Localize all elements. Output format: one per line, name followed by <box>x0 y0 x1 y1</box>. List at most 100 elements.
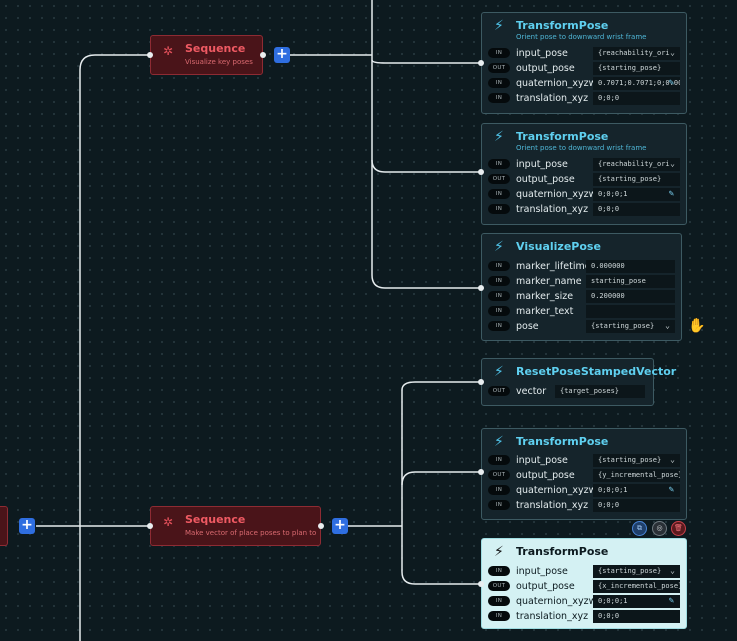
port-name: pose <box>516 321 539 332</box>
delete-icon[interactable]: 🗑 <box>671 521 686 536</box>
edit-icon[interactable]: ✎ <box>668 596 674 606</box>
partial-sequence-node[interactable] <box>0 506 8 546</box>
port-row: IN input_pose {starting_pose}⌄ <box>488 565 680 578</box>
port-value: 0;0;0;1 <box>598 486 628 494</box>
port-row: IN quaternion_xyzw 0;0;0;1✎ <box>488 595 680 608</box>
sequence-title: Sequence <box>185 513 246 526</box>
visualize-pose-node[interactable]: ⚡ VisualizePose IN marker_lifetime 0.000… <box>481 233 682 341</box>
input-port[interactable] <box>478 469 484 475</box>
port-name: output_pose <box>516 63 575 74</box>
port-name: vector <box>516 386 547 397</box>
port-value-field[interactable]: 0;0;0;1✎ <box>593 188 680 201</box>
port-value: {reachability_ori <box>598 49 670 57</box>
port-value-select[interactable]: {starting_pose}⌄ <box>593 454 680 467</box>
port-direction-badge: IN <box>488 596 510 606</box>
input-port[interactable] <box>478 581 484 587</box>
edit-icon[interactable]: ✎ <box>668 189 674 199</box>
input-port[interactable] <box>147 523 153 529</box>
duplicate-icon[interactable]: ⧉ <box>632 521 647 536</box>
port-value-field[interactable]: {x_incremental_pose} <box>593 580 680 593</box>
edit-icon[interactable]: ✎ <box>668 485 674 495</box>
add-child-button[interactable]: + <box>332 518 348 534</box>
port-value-select[interactable]: {reachability_ori⌄ <box>593 47 680 60</box>
port-value-field[interactable]: 0.7071;0.7071;0;0.000✎ <box>593 77 680 90</box>
transform-pose-node[interactable]: ⚡ TransformPose Orient pose to downward … <box>481 123 687 225</box>
port-value-field[interactable]: {starting_pose} <box>593 173 680 186</box>
port-value: 0;0;0;1 <box>598 597 628 605</box>
port-value-field[interactable]: 0;0;0 <box>593 499 680 512</box>
lightning-icon: ⚡ <box>494 434 504 450</box>
port-direction-badge: IN <box>488 159 510 169</box>
port-value-select[interactable]: {starting_pose}⌄ <box>593 565 680 578</box>
transform-pose-node[interactable]: ⚡ TransformPose Orient pose to downward … <box>481 12 687 114</box>
sequence-title: Sequence <box>185 42 246 55</box>
port-direction-badge: IN <box>488 321 510 331</box>
sequence-node-place-poses[interactable]: ✲ Sequence Make vector of place poses to… <box>150 506 321 546</box>
port-direction-badge: OUT <box>488 174 510 184</box>
input-port[interactable] <box>478 169 484 175</box>
hand-cursor-icon: ✋ <box>688 318 706 334</box>
add-child-button[interactable]: + <box>274 47 290 63</box>
reset-pose-stamped-vector-node[interactable]: ⚡ ResetPoseStampedVector OUT vector {tar… <box>481 358 676 406</box>
port-value-select[interactable]: {reachability_ori⌄ <box>593 158 680 171</box>
port-value-field[interactable]: {target_poses} <box>555 385 645 398</box>
port-direction-badge: OUT <box>488 470 510 480</box>
port-value-field[interactable]: {starting_pose} <box>593 62 680 75</box>
port-row: IN translation_xyz 0;0;0 <box>488 92 680 105</box>
input-port[interactable] <box>478 60 484 66</box>
port-name: translation_xyz <box>516 93 589 104</box>
port-value: {x_incremental_pose} <box>598 582 680 590</box>
port-name: translation_xyz <box>516 500 589 511</box>
lightning-icon: ⚡ <box>494 129 504 145</box>
port-direction-badge: IN <box>488 204 510 214</box>
input-port[interactable] <box>478 285 484 291</box>
port-direction-badge: IN <box>488 276 510 286</box>
port-direction-badge: OUT <box>488 386 510 396</box>
port-value-field[interactable]: 0;0;0 <box>593 203 680 216</box>
port-value-field[interactable] <box>586 305 675 318</box>
port-value-select[interactable]: {starting_pose}⌄ <box>586 320 675 333</box>
port-value-field[interactable]: 0;0;0;1 ✎ <box>593 595 680 608</box>
port-row: OUT output_pose {y_incremental_pose} <box>488 469 680 482</box>
port-value-field[interactable]: {y_incremental_pose} <box>593 469 680 482</box>
lightning-icon: ⚡ <box>494 544 504 560</box>
sequence-node-visualize[interactable]: ✲ Sequence Visualize key poses <box>150 35 263 75</box>
port-row: IN quaternion_xyzw 0;0;0;1✎ <box>488 188 680 201</box>
edit-icon[interactable]: ✎ <box>668 78 674 88</box>
port-value: {starting_pose} <box>598 64 662 72</box>
port-value-field[interactable]: 0;0;0 <box>593 92 680 105</box>
input-port[interactable] <box>478 379 484 385</box>
node-title: TransformPose <box>516 19 609 32</box>
port-value: 0;0;0 <box>598 94 620 102</box>
node-title: ResetPoseStampedVector <box>516 365 677 378</box>
port-value: starting_pose <box>591 277 646 285</box>
node-title: TransformPose <box>516 435 609 448</box>
port-value: {reachability_ori <box>598 160 670 168</box>
node-title: TransformPose <box>516 130 609 143</box>
port-name: output_pose <box>516 174 575 185</box>
node-subtitle: Orient pose to downward wrist frame <box>516 33 647 41</box>
port-name: input_pose <box>516 159 568 170</box>
transform-pose-node[interactable]: ⚡ TransformPose IN input_pose {starting_… <box>481 428 687 520</box>
port-row: IN marker_text <box>488 305 675 318</box>
add-child-button[interactable]: + <box>19 518 35 534</box>
port-row: IN translation_xyz 0;0;0 <box>488 203 680 216</box>
port-value-field[interactable]: 0;0;0 <box>593 610 680 623</box>
output-port[interactable] <box>318 523 324 529</box>
port-value-field[interactable]: 0.000000 <box>586 260 675 273</box>
port-row: OUT vector {target_poses} <box>488 385 647 398</box>
breakpoint-icon[interactable]: ◎ <box>652 521 667 536</box>
output-port[interactable] <box>260 52 266 58</box>
port-value-field[interactable]: 0;0;0;1 ✎ <box>593 484 680 497</box>
port-value: {starting_pose} <box>598 175 662 183</box>
port-name: quaternion_xyzw <box>516 485 597 496</box>
port-row: IN quaternion_xyzw 0.7071;0.7071;0;0.000… <box>488 77 680 90</box>
port-value: 0;0;0 <box>598 501 620 509</box>
transform-pose-node-selected[interactable]: ⚡ TransformPose IN input_pose {starting_… <box>481 538 687 629</box>
input-port[interactable] <box>147 52 153 58</box>
port-direction-badge: IN <box>488 291 510 301</box>
port-value: {starting_pose} <box>598 456 662 464</box>
port-value-field[interactable]: starting_pose <box>586 275 675 288</box>
port-value-field[interactable]: 0.200000 <box>586 290 675 303</box>
